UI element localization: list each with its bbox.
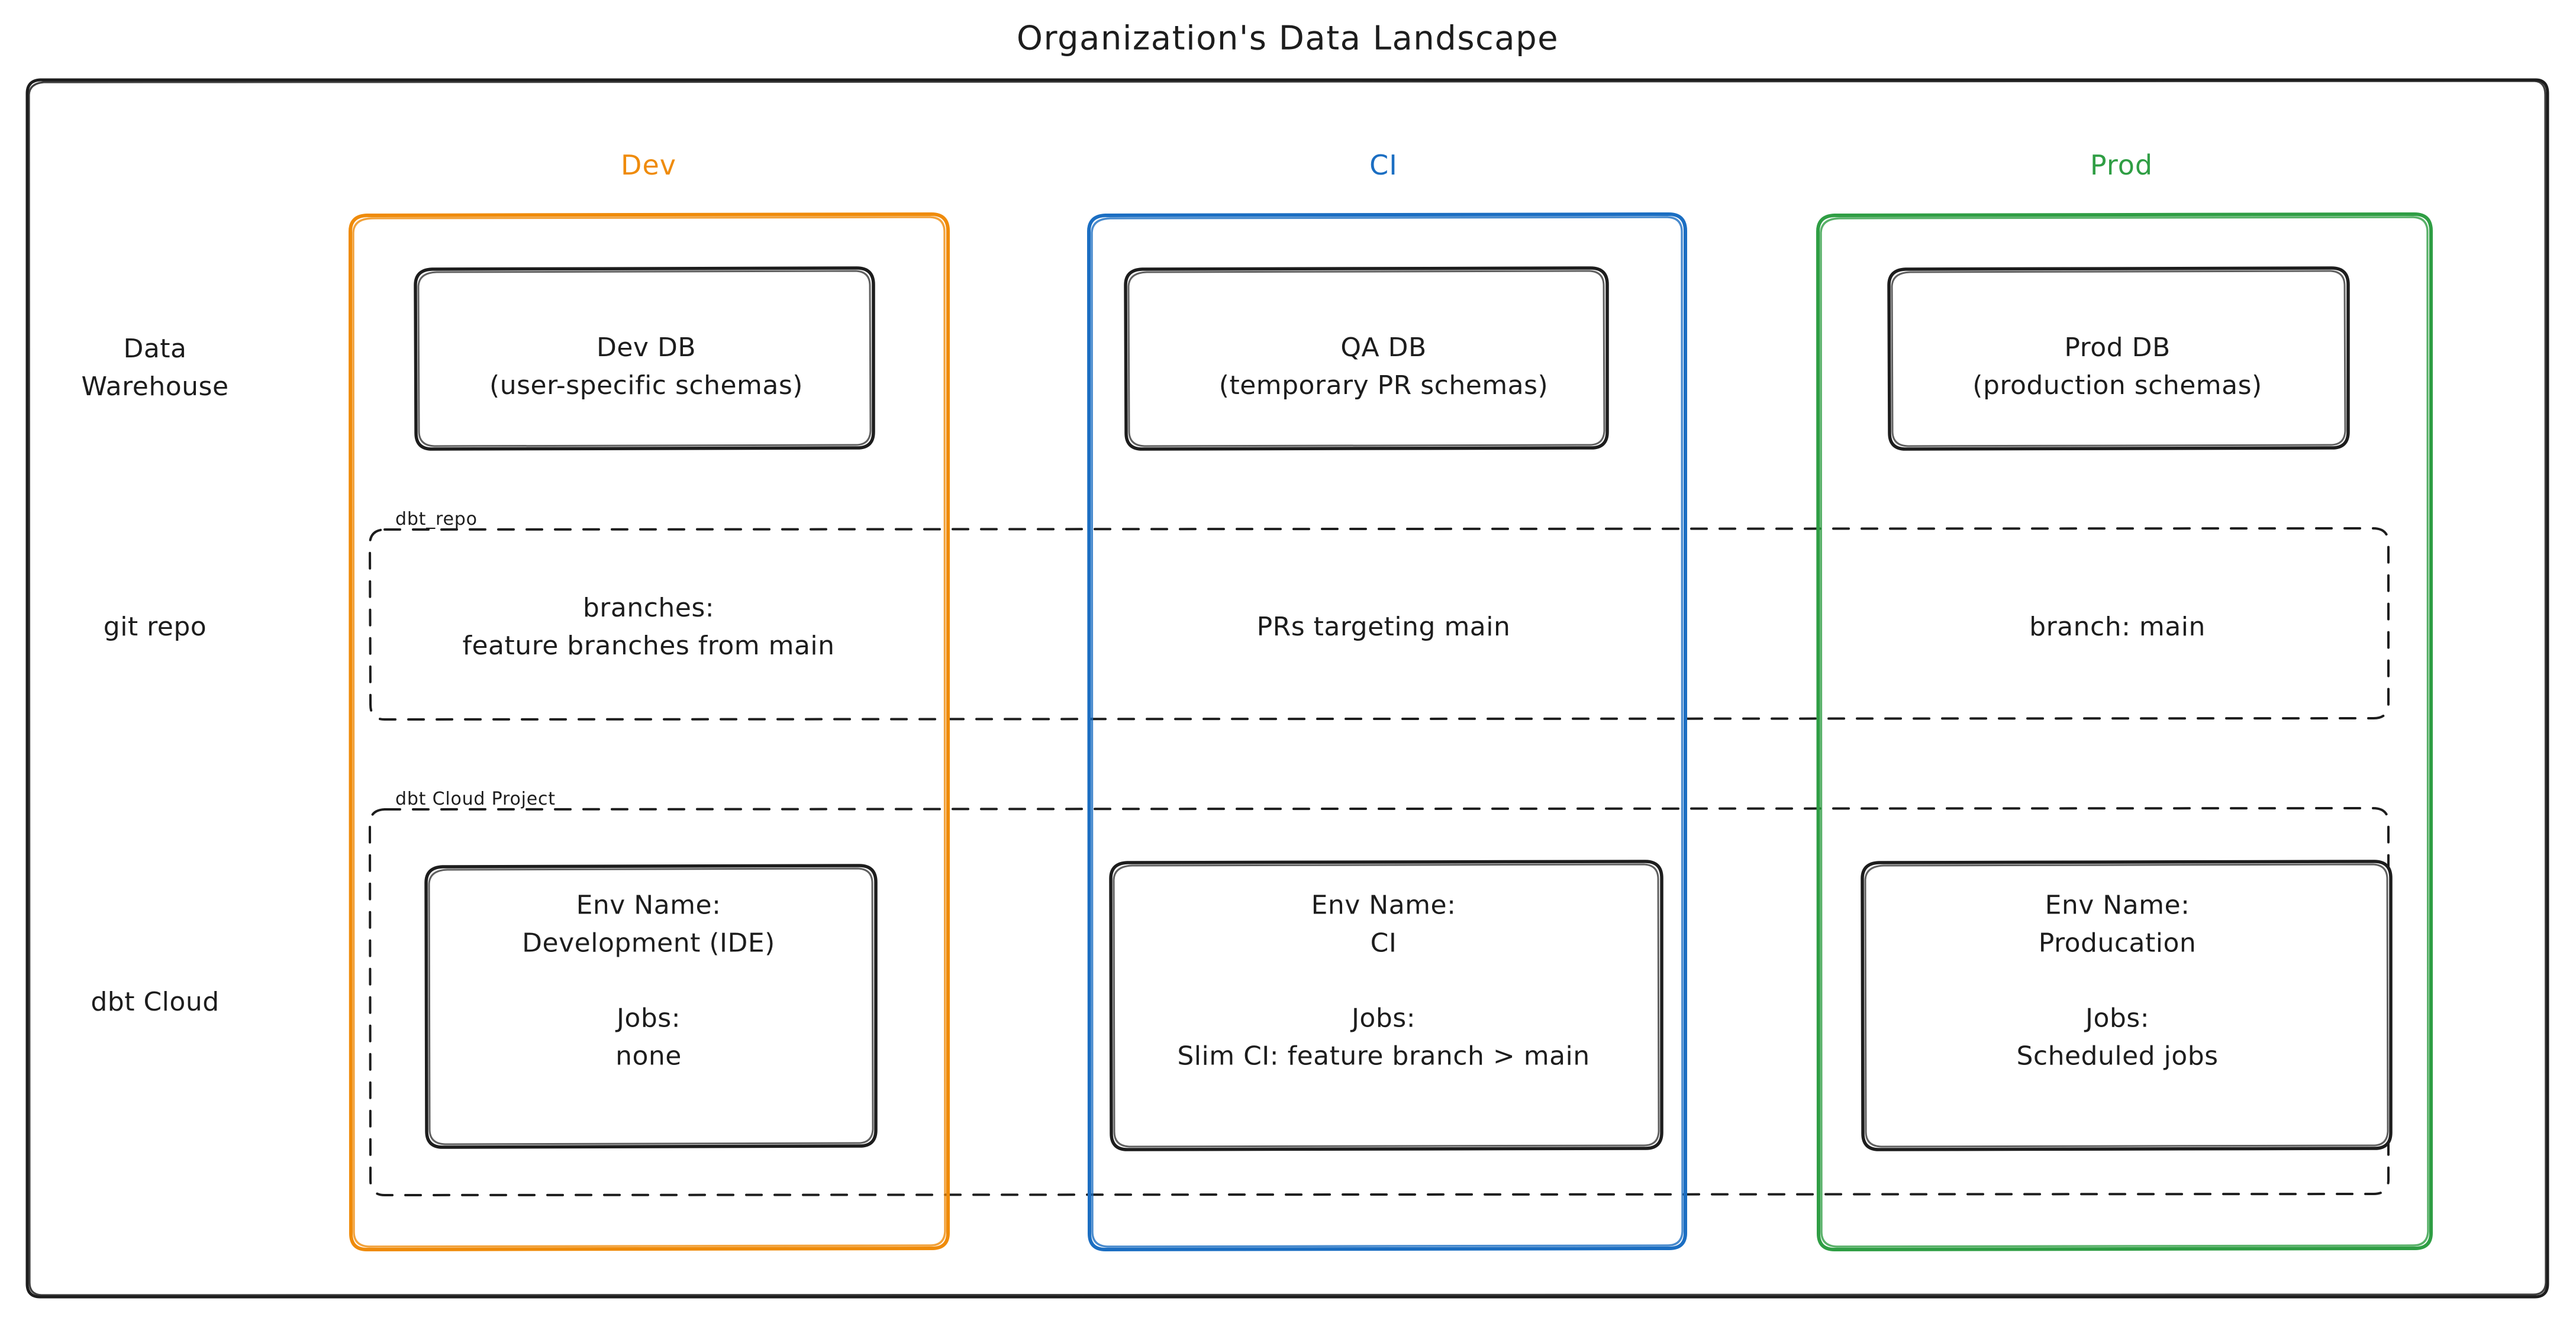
cluster-label-dbt-repo: dbt_repo [395, 509, 478, 530]
node-label-dev-branches: branches: feature branches from main [462, 593, 835, 661]
env-header-prod: Prod [2090, 149, 2153, 182]
node-label-dev-db: Dev DB (user-specific schemas) [489, 333, 803, 401]
node-label-prod-db: Prod DB (production schemas) [1972, 333, 2262, 401]
node-label-ci-env: Env Name: CI Jobs: Slim CI: feature bran… [1177, 890, 1590, 1071]
node-label-qa-db: QA DB (temporary PR schemas) [1218, 333, 1549, 401]
page-title: Organization's Data Landscape [1016, 19, 1559, 58]
env-header-dev: Dev [621, 149, 676, 182]
node-label-ci-prs: PRs targeting main [1256, 612, 1511, 643]
cluster-label-dbt-cloud-project: dbt Cloud Project [395, 789, 556, 809]
row-label-data-warehouse: Data Warehouse [81, 334, 229, 402]
env-header-ci: CI [1369, 149, 1398, 182]
row-label-dbt-cloud: dbt Cloud [91, 987, 220, 1018]
node-label-prod-branch: branch: main [2029, 612, 2206, 643]
row-label-git-repo: git repo [103, 612, 207, 643]
node-label-dev-env: Env Name: Development (IDE) Jobs: none [522, 890, 775, 1071]
node-label-prod-env: Env Name: Producation Jobs: Scheduled jo… [2016, 890, 2219, 1071]
